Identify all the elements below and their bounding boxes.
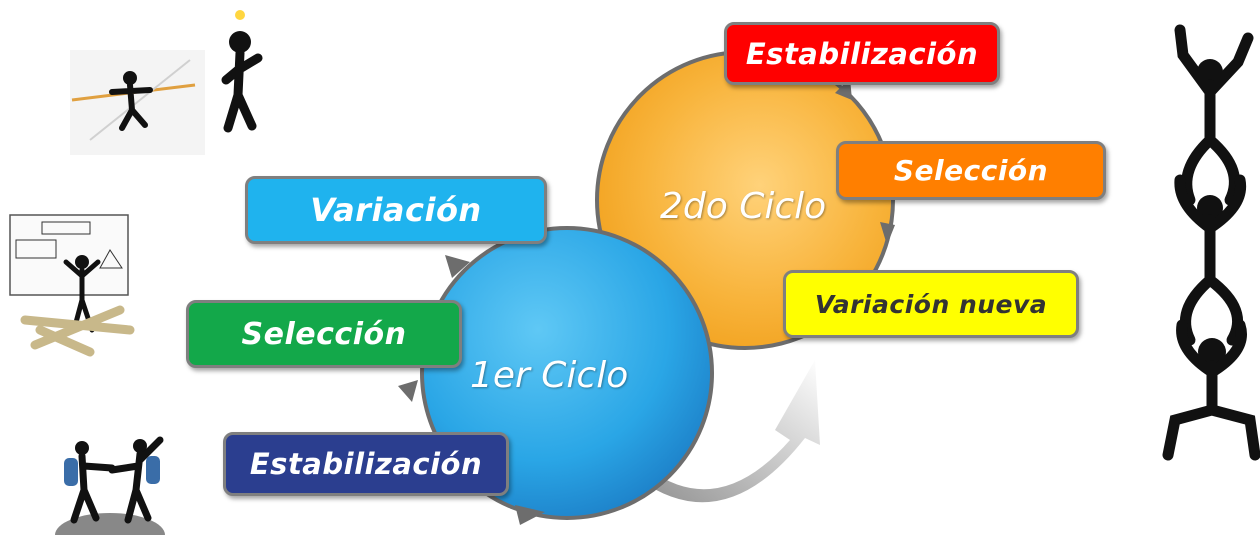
first-cycle-label: 1er Ciclo xyxy=(470,355,629,396)
stabilization-box: Estabilización xyxy=(223,432,509,496)
tightrope-walker-clipart xyxy=(70,50,205,155)
new-variation-box: Variación nueva xyxy=(783,270,1079,338)
idea-figure-clipart xyxy=(221,10,263,133)
cycle1-arrow-top xyxy=(445,255,470,278)
hikers-clipart xyxy=(55,436,165,535)
transition-arrow xyxy=(640,360,820,503)
cycle1-arrow-mid xyxy=(398,380,418,402)
stacked-acrobats-clipart xyxy=(1162,24,1260,461)
cycle1-arrow-bottom xyxy=(515,505,545,525)
cycle2-arrow-mid xyxy=(880,222,895,245)
selection-box: Selección xyxy=(186,300,462,368)
whiteboard-figure-clipart xyxy=(9,214,135,357)
selection-box-2: Selección xyxy=(836,141,1106,200)
second-cycle-label: 2do Ciclo xyxy=(660,186,827,227)
variation-box: Variación xyxy=(245,176,547,244)
stabilization-box-2: Estabilización xyxy=(724,22,1000,85)
